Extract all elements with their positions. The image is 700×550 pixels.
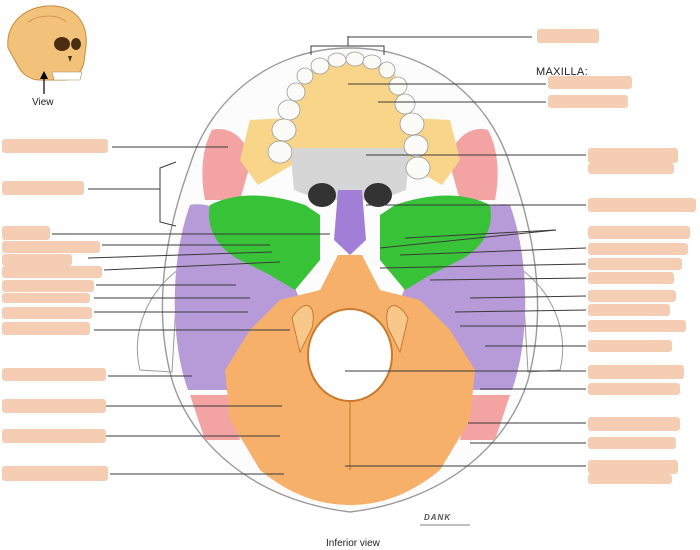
right-choana xyxy=(364,183,392,207)
artist-signature: DANK xyxy=(424,513,452,522)
teeth-bracket xyxy=(310,36,385,55)
right-occipital-condyle xyxy=(386,305,409,354)
zygomatic-bracket xyxy=(159,161,177,227)
maxilla-heading: MAXILLA: xyxy=(536,66,588,78)
right-mastoid-outline xyxy=(521,268,564,373)
left-label-boxes xyxy=(2,139,108,481)
skull-thumbnail-icon xyxy=(7,5,87,81)
up-arrow-icon xyxy=(40,71,48,94)
foramen-magnum xyxy=(307,308,393,402)
hard-palate-maxilla xyxy=(288,63,412,160)
right-leader-lines xyxy=(345,36,587,467)
left-occipital-condyle xyxy=(291,305,314,354)
view-label: View xyxy=(32,97,54,108)
right-parietal-bone xyxy=(460,395,510,440)
left-choana xyxy=(308,183,336,207)
right-label-boxes xyxy=(537,29,696,484)
right-zygomatic-bone xyxy=(450,129,498,200)
left-mastoid-outline xyxy=(136,268,179,373)
upper-teeth-row xyxy=(267,51,431,180)
left-leader-lines xyxy=(52,146,330,475)
left-sphenoid-wing xyxy=(209,195,320,290)
vomer xyxy=(334,190,366,255)
diagram-caption: Inferior view xyxy=(326,538,380,549)
